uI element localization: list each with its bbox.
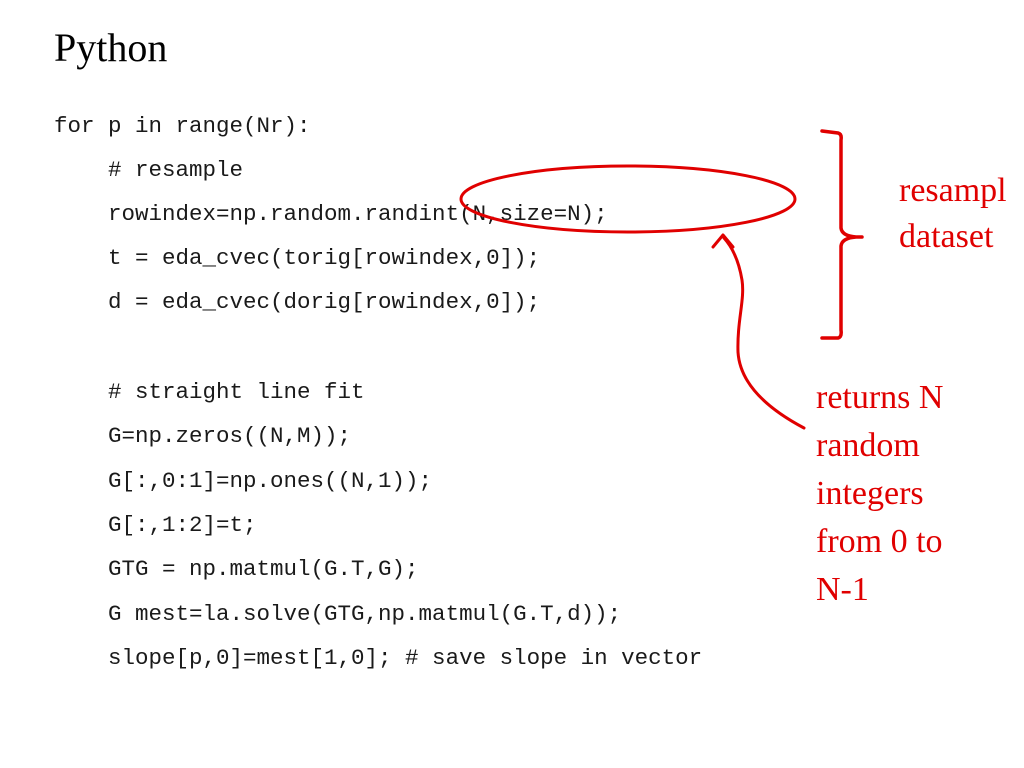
resample-dataset-annotation: resampl dataset (899, 168, 1007, 260)
code-line: GTG = np.matmul(G.T,G); (54, 556, 419, 582)
arrowhead (711, 233, 735, 249)
code-line: G[:,1:2]=t; (54, 512, 257, 538)
slide-title: Python (54, 25, 168, 70)
annotation-line: random (816, 427, 920, 464)
code-line: # resample (54, 157, 244, 183)
code-line: for p in range(Nr): (54, 113, 311, 139)
code-line: # straight line fit (54, 379, 365, 405)
code-line: t = eda_cvec(torig[rowindex,0]); (54, 245, 541, 271)
returns-annotation: returns N random integers from 0 to N-1 (816, 374, 943, 614)
annotation-line: returns N (816, 379, 944, 416)
curly-brace (820, 129, 864, 340)
code-line: G=np.zeros((N,M)); (54, 423, 352, 449)
annotation-line: integers (816, 475, 924, 512)
code-line: G mest=la.solve(GTG,np.matmul(G.T,d)); (54, 601, 622, 627)
code-line: slope[p,0]=mest[1,0]; # save slope in ve… (54, 645, 703, 671)
code-line: rowindex=np.random.randint(N,size=N); (54, 201, 608, 227)
annotation-line: N-1 (816, 571, 869, 608)
code-line: G[:,0:1]=np.ones((N,1)); (54, 468, 433, 494)
pointer-arrow (722, 236, 806, 430)
code-line: d = eda_cvec(dorig[rowindex,0]); (54, 289, 541, 315)
annotation-line: from 0 to (816, 523, 943, 560)
annotation-line: dataset (899, 218, 994, 255)
annotation-line: resampl (899, 172, 1007, 209)
